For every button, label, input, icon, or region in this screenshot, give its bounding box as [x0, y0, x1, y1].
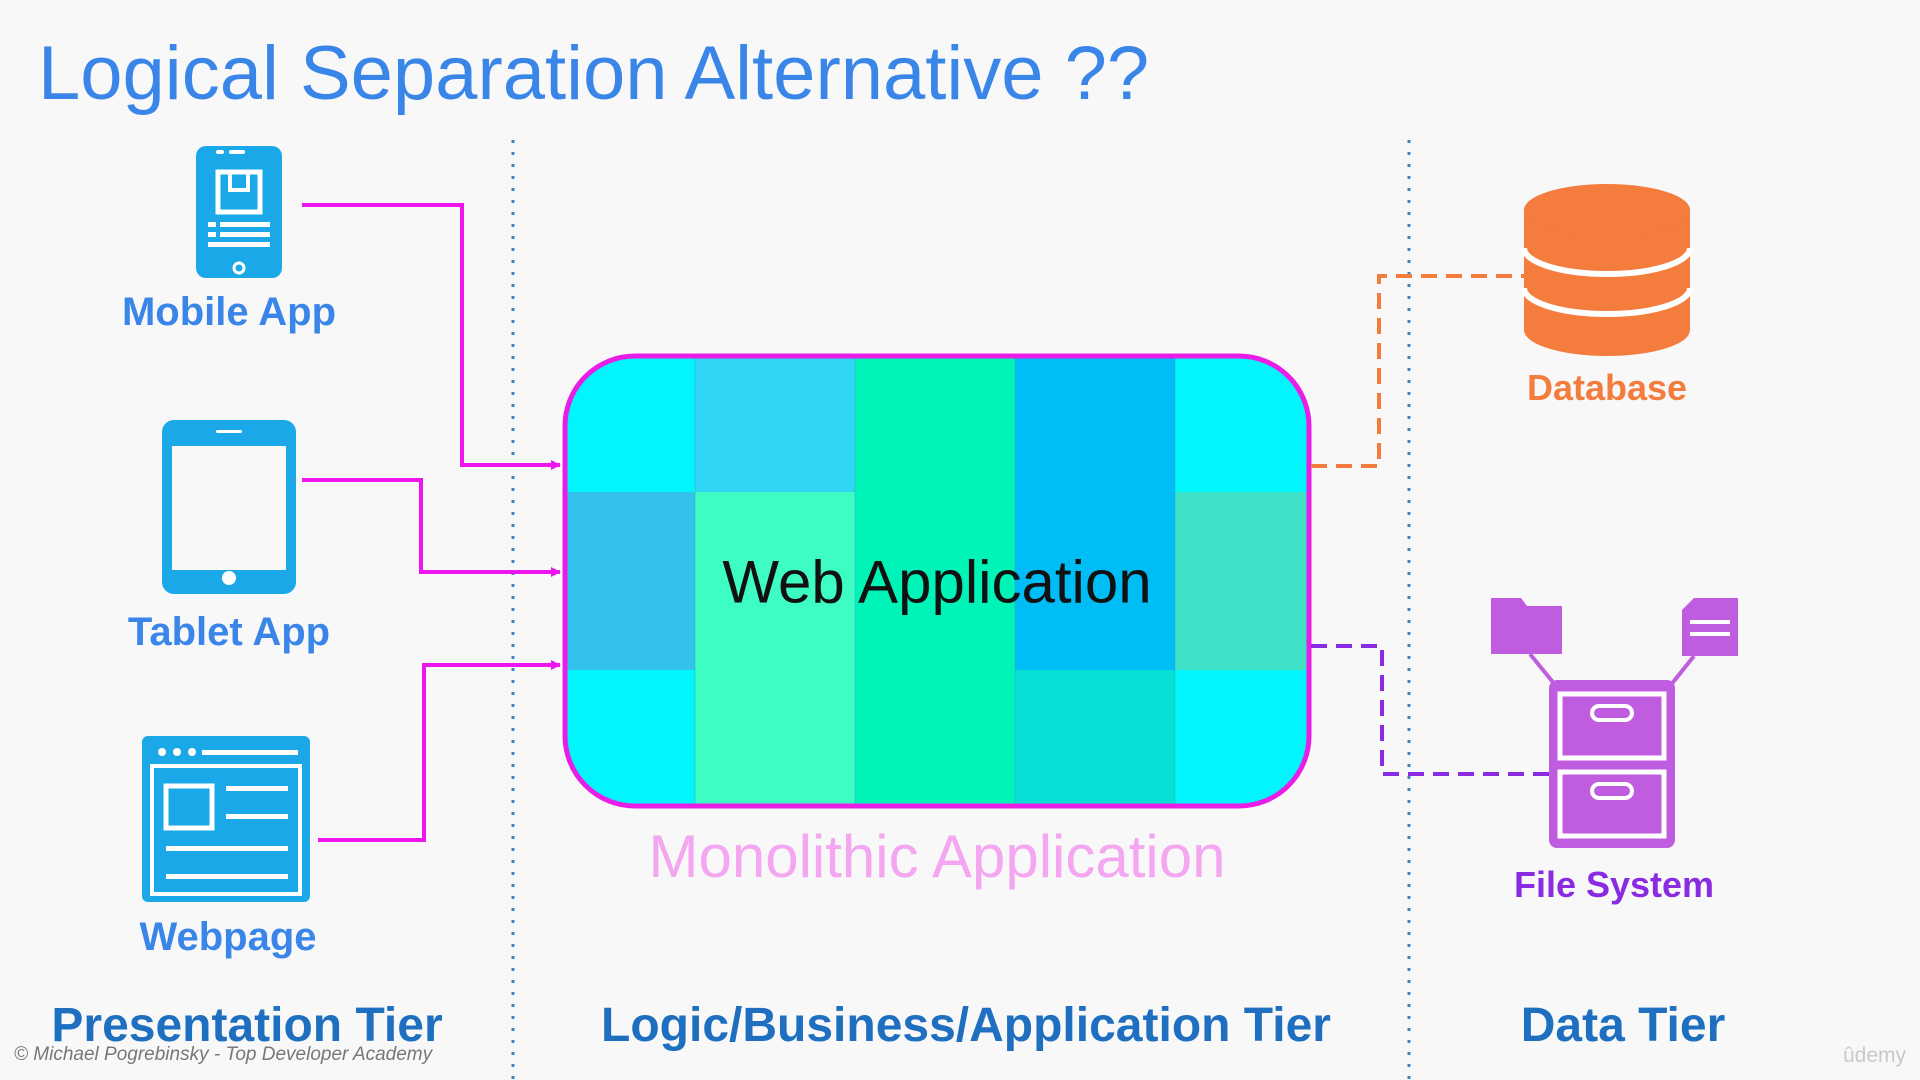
database-icon — [1521, 184, 1693, 356]
app-to-database-connector — [1311, 274, 1528, 468]
webpage-to-app-arrow — [318, 660, 561, 842]
tablet-app-label: Tablet App — [127, 610, 331, 654]
web-application-label: Web Application — [722, 548, 1152, 616]
webpage-label: Webpage — [139, 915, 317, 959]
mobile-app-label: Mobile App — [121, 290, 337, 334]
mobile-phone-icon — [196, 146, 282, 278]
logic-tier-label: Logic/Business/Application Tier — [601, 999, 1331, 1052]
web-application-box — [565, 356, 1309, 806]
file-cabinet-icon — [1491, 598, 1738, 848]
monolithic-application-caption: Monolithic Application — [648, 823, 1226, 890]
webpage-icon — [142, 736, 310, 902]
presentation-tier-label: Presentation Tier — [51, 999, 443, 1052]
file-system-label: File System — [1513, 864, 1715, 905]
web-application-border — [562, 353, 1312, 809]
tablet-icon — [162, 420, 296, 594]
tablet-to-app-arrow — [302, 478, 561, 577]
app-to-file-system-connector — [1311, 644, 1562, 776]
copyright-text: © Michael Pogrebinsky - Top Developer Ac… — [14, 1044, 433, 1065]
mobile-to-app-arrow — [302, 203, 561, 470]
udemy-watermark: ûdemy — [1842, 1044, 1906, 1067]
slide-title: Logical Separation Alternative ?? — [38, 31, 1150, 116]
data-tier-label: Data Tier — [1520, 999, 1726, 1052]
database-label: Database — [1526, 367, 1688, 408]
